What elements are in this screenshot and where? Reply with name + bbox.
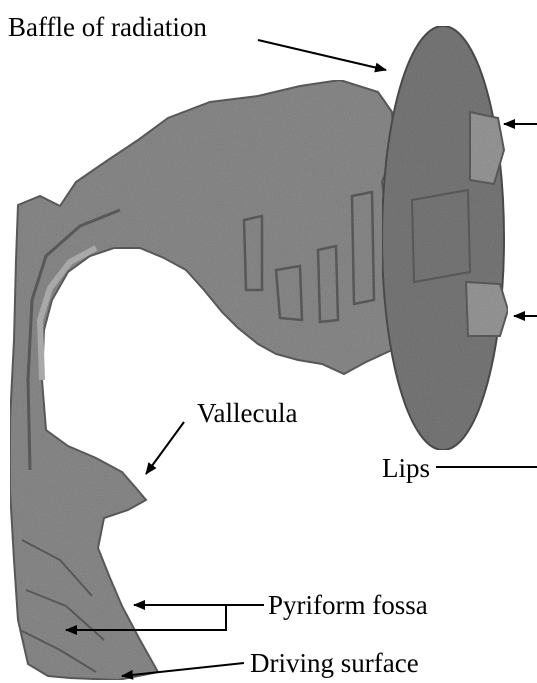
vallecula-arrow [146, 422, 184, 474]
label-baffle-of-radiation: Baffle of radiation [8, 14, 207, 41]
label-lips: Lips [382, 455, 430, 482]
lip-lower [466, 282, 508, 336]
baffle-arrow [258, 40, 386, 70]
label-vallecula: Vallecula [197, 400, 297, 427]
label-pyriform-fossa: Pyriform fossa [268, 592, 428, 619]
baffle-disc [382, 26, 508, 450]
label-driving-surface: Driving surface [250, 650, 419, 677]
